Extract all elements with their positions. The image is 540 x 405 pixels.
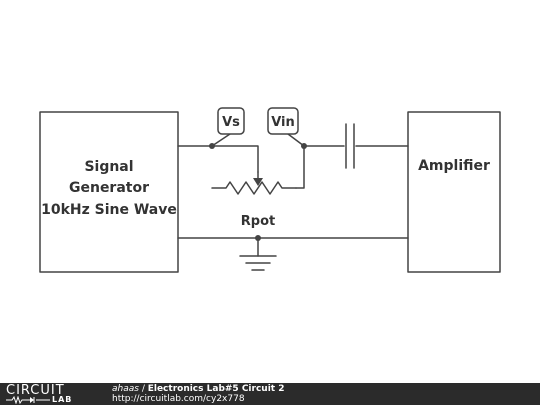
probe-vs-box xyxy=(217,107,245,135)
circuit-title: Electronics Lab#5 Circuit 2 xyxy=(147,384,285,394)
title-separator: / xyxy=(138,384,148,394)
node-vin xyxy=(301,143,307,149)
generator-label-line3: 10kHz Sine Wave xyxy=(41,202,177,218)
logo-wave-icon xyxy=(6,396,50,404)
pot-resistor xyxy=(211,181,297,195)
pot-wiper-arrow xyxy=(253,178,263,186)
logo-text-top: CIRCUIT xyxy=(6,383,65,398)
logo-text-bottom: LAB xyxy=(52,395,73,404)
generator-label-line2: Generator xyxy=(69,180,149,196)
node-ground xyxy=(255,235,261,241)
signal-generator-box xyxy=(39,111,179,273)
amplifier-label: Amplifier xyxy=(418,158,490,174)
pot-label: Rpot xyxy=(241,214,275,229)
author-link[interactable]: ahaas xyxy=(112,384,139,394)
probe-vin-lead xyxy=(287,133,305,147)
generator-label-line1: Signal xyxy=(84,159,133,175)
footer-url[interactable]: http://circuitlab.com/cy2x778 xyxy=(112,394,245,404)
footer-title-line: ahaas / Electronics Lab#5 Circuit 2 xyxy=(112,384,284,394)
probe-vin-label: Vin xyxy=(271,115,295,130)
circuit-schematic: Signal Generator 10kHz Sine Wave Amplifi… xyxy=(39,107,501,273)
node-vs xyxy=(209,143,215,149)
wire-pot-top xyxy=(211,145,259,173)
probe-vin-box xyxy=(267,107,299,135)
probe-vs-lead xyxy=(211,133,231,147)
circuitlab-logo[interactable]: CIRCUIT LAB xyxy=(6,383,102,404)
footer-info: ahaas / Electronics Lab#5 Circuit 2 http… xyxy=(112,384,284,404)
footer-bar: CIRCUIT LAB ahaas / Electronics Lab#5 Ci… xyxy=(0,383,540,405)
probe-vs-label: Vs xyxy=(222,115,240,130)
amplifier-box xyxy=(407,111,501,273)
wire-pot-right xyxy=(295,145,305,189)
